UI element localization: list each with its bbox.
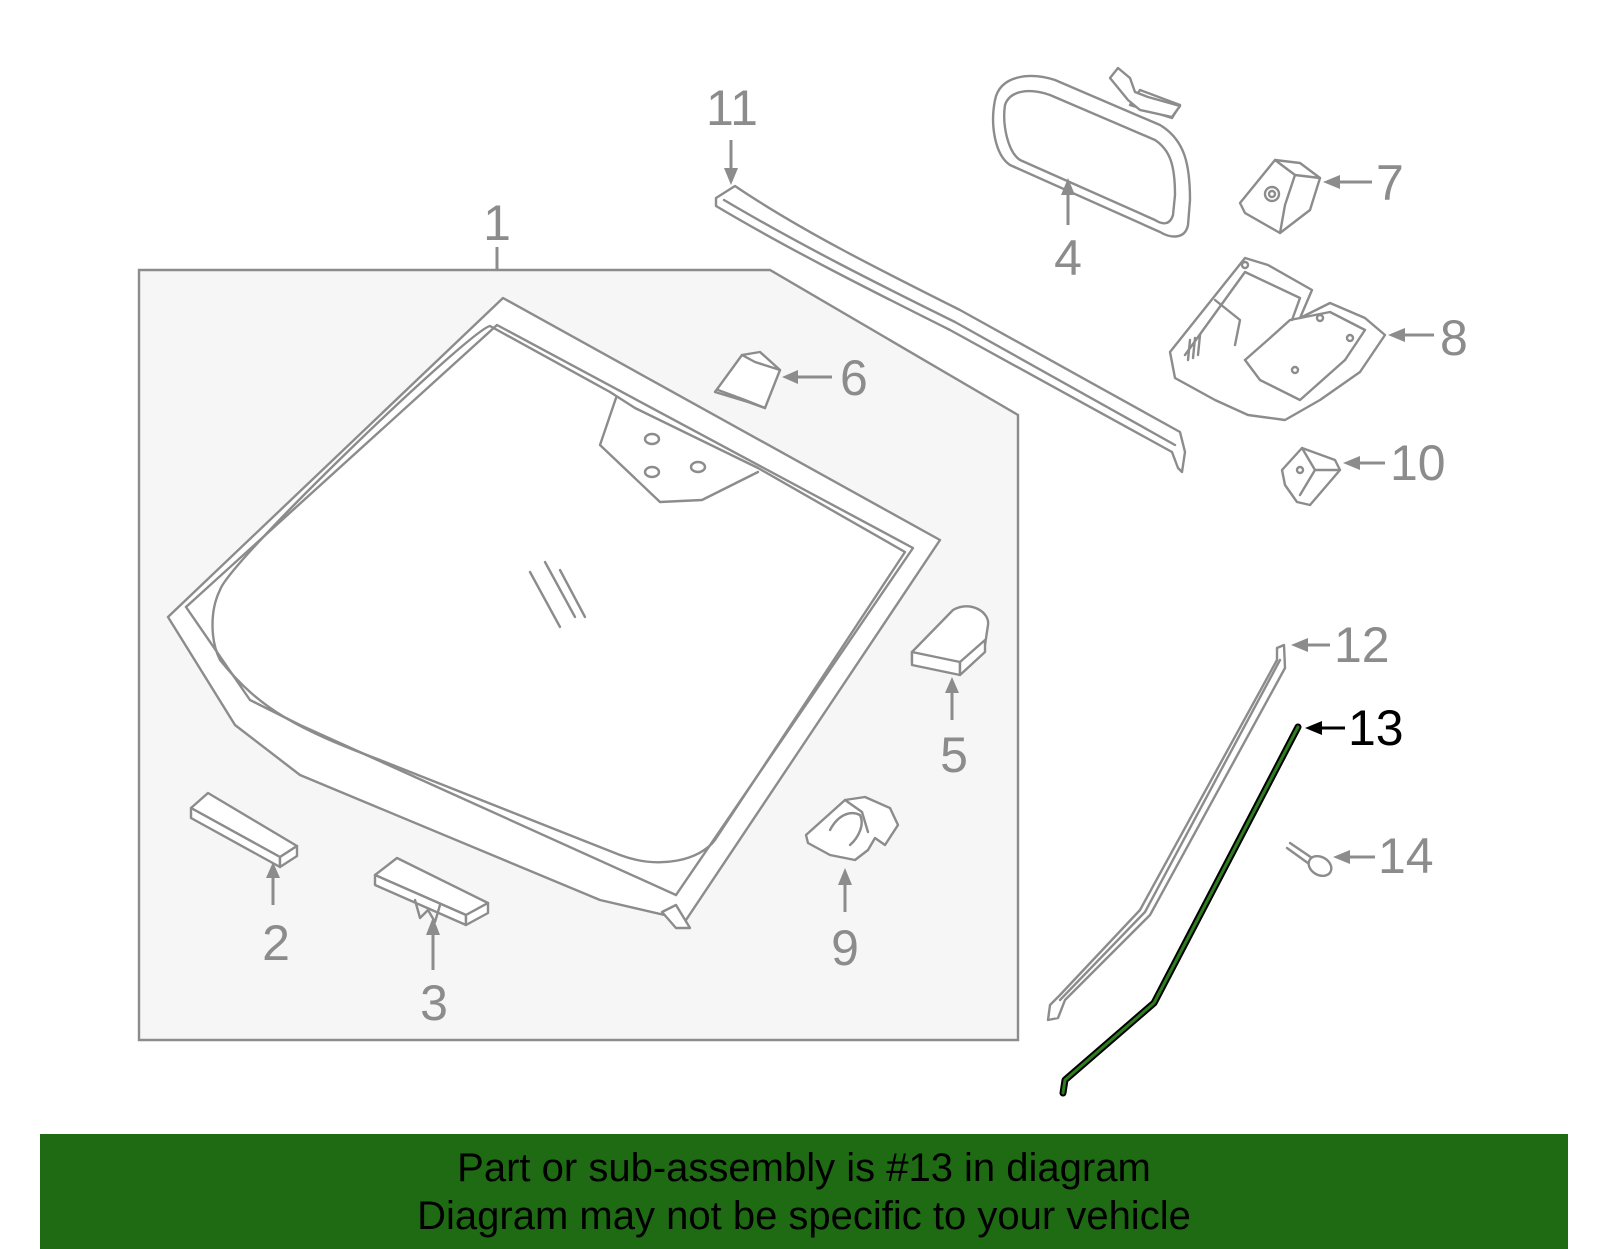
banner-line-1: Part or sub-assembly is #13 in diagram	[457, 1146, 1151, 1190]
callout-14: 14	[1378, 828, 1434, 884]
callout-2: 2	[262, 915, 290, 971]
callout-3: 3	[420, 975, 448, 1031]
part-12-pillar-molding[interactable]	[1046, 643, 1287, 1022]
part-7-sensor-module[interactable]	[1238, 158, 1322, 235]
part-2-spacer[interactable]	[189, 791, 299, 869]
part-14-pin[interactable]	[1285, 841, 1335, 880]
callout-5: 5	[940, 727, 968, 783]
part-9-clip[interactable]	[804, 795, 900, 862]
callout-7: 7	[1376, 155, 1404, 211]
windshield-glass[interactable]	[166, 296, 942, 930]
part-5-sensor-cover[interactable]	[910, 605, 990, 677]
part-3-clip-block[interactable]	[373, 856, 490, 927]
callout-labels: 1 2 3 4 5 6 7 8 9 10 11 12 13 14	[262, 80, 1468, 1031]
callout-13: 13	[1348, 700, 1404, 756]
callout-8: 8	[1440, 310, 1468, 366]
callout-11: 11	[706, 80, 758, 136]
part-8-mounting-bracket[interactable]	[1168, 256, 1387, 422]
callout-9: 9	[831, 920, 859, 976]
part-11-molding[interactable]	[714, 184, 1187, 474]
callout-10: 10	[1390, 435, 1446, 491]
callout-12: 12	[1334, 617, 1390, 673]
part-13-highlighted-molding[interactable]	[1059, 723, 1302, 1097]
callout-6: 6	[840, 350, 868, 406]
part-6-bracket[interactable]	[713, 350, 782, 410]
banner-line-2: Diagram may not be specific to your vehi…	[417, 1194, 1191, 1238]
callout-4: 4	[1054, 230, 1082, 286]
callout-1: 1	[483, 195, 511, 251]
part-4-rearview-mirror[interactable]	[991, 66, 1192, 238]
callout-leaders	[266, 140, 1434, 970]
info-banner: Part or sub-assembly is #13 in diagram D…	[40, 1134, 1568, 1249]
part-10-clip[interactable]	[1280, 446, 1342, 507]
